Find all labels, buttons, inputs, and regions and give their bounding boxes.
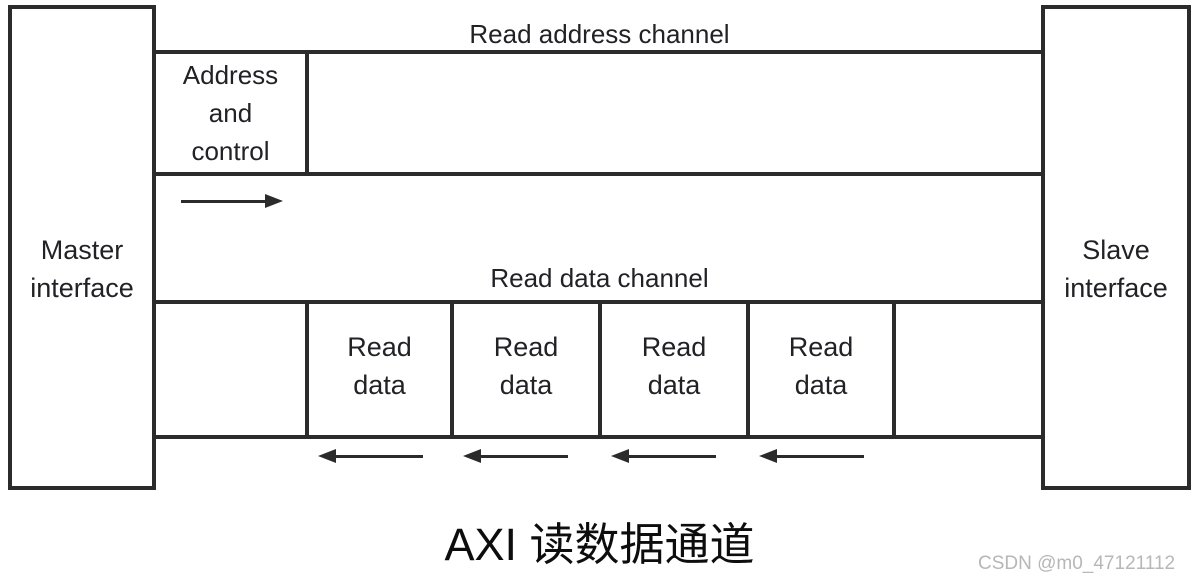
slave-interface-box: Slave interface: [1041, 5, 1191, 490]
read-data-box: Read data: [602, 304, 750, 435]
master-interface-box: Master interface: [8, 5, 156, 490]
read-data-label-line1: Read: [347, 332, 412, 362]
arrow-shaft: [333, 455, 423, 458]
arrow-shaft: [181, 200, 268, 203]
address-control-label-line1: Address: [182, 60, 279, 90]
arrow-head: [463, 449, 481, 463]
read-data-label-line2: data: [499, 370, 553, 400]
read-data-label-line2: data: [647, 370, 701, 400]
read-address-channel-title: Read address channel: [469, 19, 730, 49]
arrow-shaft: [626, 455, 716, 458]
left-arrow-icon: [759, 449, 864, 464]
read-data-empty-cell-right: [896, 304, 1043, 435]
read-data-label-line1: Read: [788, 332, 854, 362]
arrow-head: [265, 194, 283, 208]
slave-label-line2: interface: [1064, 273, 1168, 303]
read-data-box: Read data: [750, 304, 896, 435]
slave-label-line1: Slave: [1082, 235, 1150, 265]
arrow-head: [759, 449, 777, 463]
right-arrow-icon: [181, 194, 283, 209]
left-arrow-icon: [463, 449, 568, 464]
master-interface-label: Master interface: [12, 231, 152, 307]
left-arrow-icon: [318, 449, 423, 464]
arrow-head: [318, 449, 336, 463]
read-data-box: Read data: [309, 304, 454, 435]
diagram-caption: AXI 读数据通道: [444, 519, 755, 570]
left-arrow-icon: [611, 449, 716, 464]
address-control-label-line2: and: [208, 98, 253, 128]
read-data-label-line2: data: [353, 370, 406, 400]
arrow-shaft: [478, 455, 568, 458]
read-data-channel-title: Read data channel: [490, 263, 709, 293]
address-and-control-box: Address and control: [156, 54, 309, 172]
csdn-watermark: CSDN @m0_47121112: [978, 553, 1176, 574]
read-data-box: Read data: [454, 304, 602, 435]
read-data-empty-cell-left: [156, 304, 309, 435]
master-label-line2: interface: [30, 273, 134, 303]
address-control-label-line3: control: [191, 136, 270, 166]
read-data-label-line1: Read: [641, 332, 707, 362]
master-label-line1: Master: [40, 235, 124, 265]
read-address-channel-row: Address and control: [156, 50, 1043, 176]
read-data-label-line1: Read: [493, 332, 559, 362]
read-data-label-line2: data: [794, 370, 848, 400]
arrow-head: [611, 449, 629, 463]
arrow-shaft: [774, 455, 864, 458]
read-data-channel-row: Read data Read data Read data Read data: [156, 300, 1043, 439]
slave-interface-label: Slave interface: [1045, 231, 1187, 307]
